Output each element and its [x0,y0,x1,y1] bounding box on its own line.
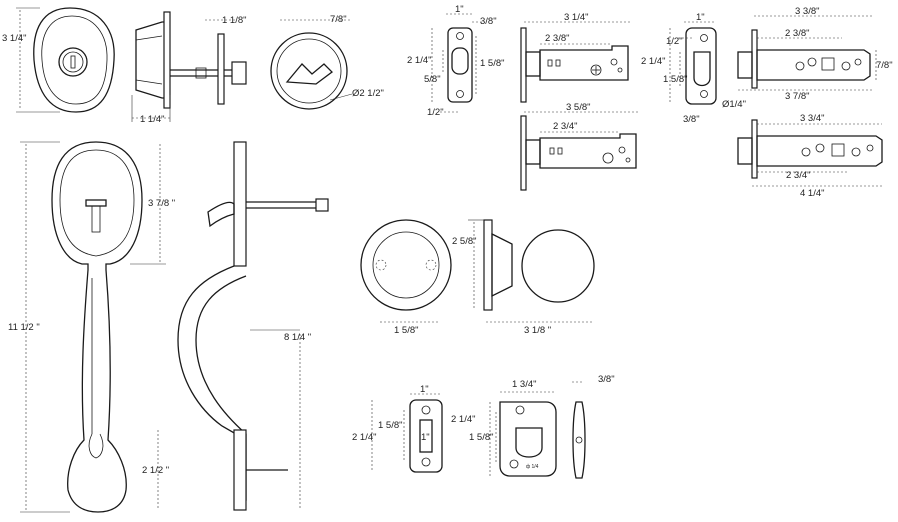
deadbolt-depth-label: 1 1/4" [140,114,165,125]
strike-c-inner-label: 1 5/8" [378,420,403,431]
handle-top-label: 3 7/8 " [148,198,175,209]
strike-plate-b: 1" 1/2" 2 1/4" 1 5/8" 3/8" Ø1/4" [641,12,746,125]
deadbolt-height-label: 3 1/4" [2,33,27,44]
latch-b-backset-label: 2 3/4" [553,121,578,132]
handle-total-label: 11 1/2 " [8,322,40,333]
bolt-b-total-label: 4 1/4" [800,188,825,199]
strike-b-inner-label: 1 5/8" [663,74,688,85]
strike-b-edge-label: 1/2" [666,36,683,47]
knob-rose-label: 1 5/8" [394,325,419,336]
latch-b: 3 5/8" 2 3/4" [520,102,640,191]
strike-d-thickness-label: 3/8" [598,374,615,385]
strike-a-slot-label: 5/8" [424,74,441,85]
latch-a-length-label: 3 1/4" [564,12,589,23]
strike-c-width-label: 1" [420,384,429,395]
deadbolt-thickness-label: 1 1/8" [222,15,247,26]
handleset-side-view: 8 1/4 " [177,141,329,511]
deadbolt-latch-b: 3 3/4" 2 3/4" 4 1/4" [737,113,883,199]
strike-d-inner-label: 1 5/8" [469,432,494,443]
knob-side-view: 2 5/8" 3 1/8 " [452,219,595,336]
strike-a-width-label: 1" [455,4,464,15]
strike-b-bottom-label: 3/8" [683,114,700,125]
strike-b-height-label: 2 1/4" [641,56,666,67]
latch-a: 3 1/4" 2 3/8" [520,12,630,103]
knob-projection-label: 3 1/8 " [524,325,551,336]
deadbolt-front-view: 3 1/4" [2,7,115,113]
bolt-a-face-label: 7/8" [876,60,893,71]
strike-d-height-label: 2 1/4" [451,414,476,425]
strike-plate-c: 1" 2 1/4" 1 5/8" 1" [352,384,443,473]
strike-plate-d: ф 1/4 1 3/4" 2 1/4" 1 5/8" 3/8" [451,374,615,479]
strike-plate-a: 1" 3/8" 2 1/4" 1 5/8" 5/8" 1/2" [407,4,505,118]
strike-d-width-label: 1 3/4" [512,379,537,390]
strike-d-mark: ф 1/4 [526,464,539,470]
strike-a-offset-label: 1/2" [427,107,444,118]
latch-a-backset-label: 2 3/8" [545,33,570,44]
strike-b-hole-label: Ø1/4" [722,99,746,110]
bolt-b-backset-label: 2 3/4" [786,170,811,181]
bolt-a-length-label: 3 3/8" [795,6,820,17]
deadbolt-cylinder-label: 7/8" [330,14,347,25]
bolt-a-total-label: 3 7/8" [785,91,810,102]
strike-c-slot-label: 1" [421,432,430,443]
handleset-front-view: 11 1/2 " 3 7/8 " 2 1/2 " [8,141,175,513]
latch-b-length-label: 3 5/8" [566,102,591,113]
deadbolt-side-view: 1 1/4" 1 1/8" [131,11,247,125]
handle-bottom-label: 2 1/2 " [142,465,169,476]
knob-rose-view: 1 5/8" [360,219,452,336]
deadbolt-inside-rose: 7/8" Ø2 1/2" [270,14,384,110]
bolt-a-backset-label: 2 3/8" [785,28,810,39]
strike-b-width-label: 1" [696,12,705,23]
strike-c-height-label: 2 1/4" [352,432,377,443]
strike-a-edge-label: 3/8" [480,16,497,27]
knob-diameter-label: 2 5/8" [452,236,477,247]
strike-a-inner-label: 1 5/8" [480,58,505,69]
strike-a-height-label: 2 1/4" [407,55,432,66]
bolt-b-length-label: 3 3/4" [800,113,825,124]
deadbolt-latch-a: 3 3/8" 2 3/8" 7/8" 3 7/8" [737,6,893,102]
deadbolt-diameter-label: Ø2 1/2" [352,88,384,99]
handle-side-label: 8 1/4 " [284,332,311,343]
